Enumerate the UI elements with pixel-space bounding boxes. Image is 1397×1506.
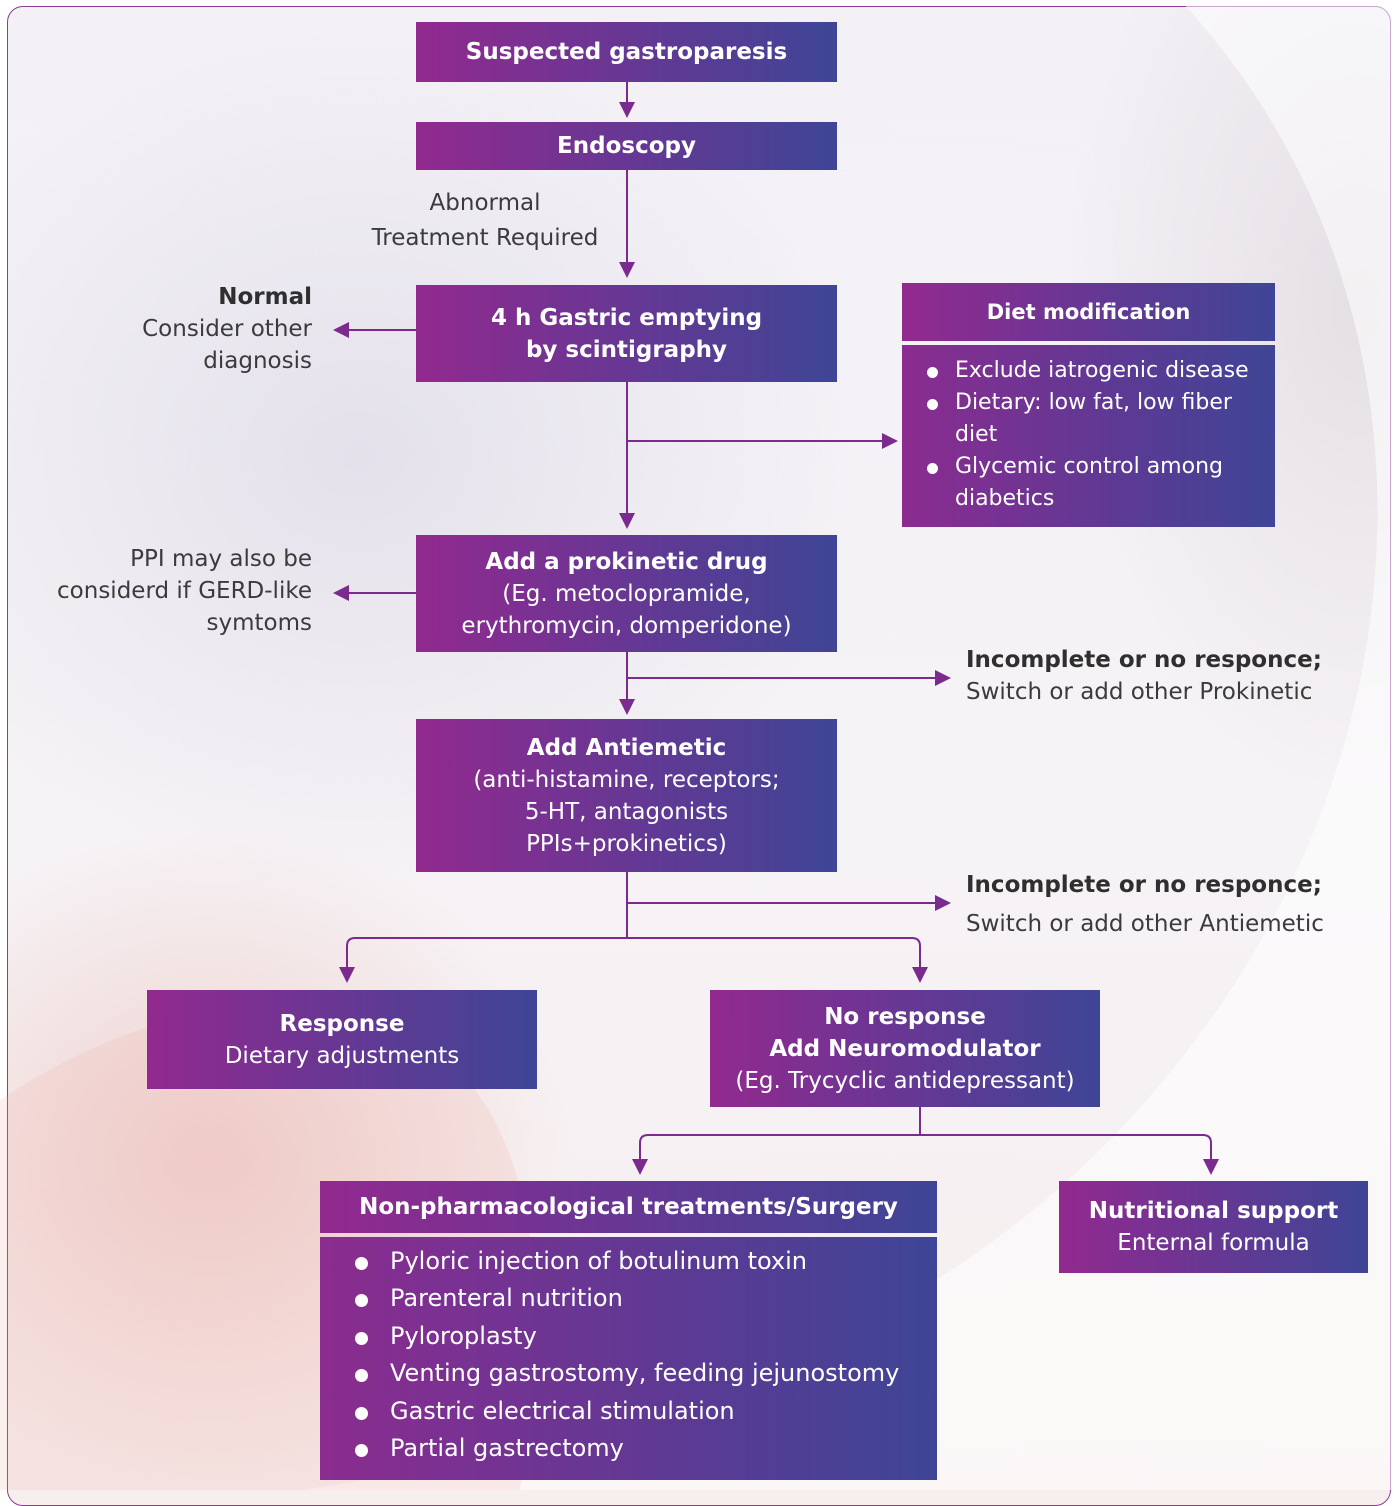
response-text: Dietary adjustments xyxy=(224,1042,460,1069)
arrow-branch-response xyxy=(339,937,627,983)
nonpharm-item: Pyloroplasty xyxy=(355,1318,927,1355)
suspected-label: Suspected gastroparesis xyxy=(465,39,788,65)
nonpharm-item: Pyloric injection of botulinum toxin xyxy=(355,1243,927,1280)
nutritional-support-box: Nutritional support Enternal formula xyxy=(1059,1181,1368,1273)
diet-item: Glycemic control among diabetics xyxy=(927,451,1265,515)
prokinetic-title: Add a prokinetic drug xyxy=(485,548,768,575)
nonpharm-item: Partial gastrectomy xyxy=(355,1430,927,1467)
gastric-emptying-box: 4 h Gastric emptying by scintigraphy xyxy=(416,285,837,382)
endoscopy-box: Endoscopy xyxy=(416,122,837,170)
non-pharmacological-list: Pyloric injection of botulinum toxin Par… xyxy=(320,1237,937,1480)
gastric-line1: 4 h Gastric emptying xyxy=(490,304,763,331)
no-response-box: No response Add Neuromodulator (Eg. Tryc… xyxy=(710,990,1100,1107)
nonpharm-item: Parenteral nutrition xyxy=(355,1280,927,1317)
normal-title: Normal xyxy=(218,284,312,310)
antiemetic-title: Add Antiemetic xyxy=(526,734,727,761)
antiemetic-line2: 5-HT, antagonists xyxy=(524,798,729,825)
incomplete2-text: Switch or add other Antiemetic xyxy=(966,911,1324,937)
arrow-branch-nutrition xyxy=(920,1134,1219,1175)
diet-modification-list: Exclude iatrogenic disease Dietary: low … xyxy=(902,345,1275,527)
abnormal-line2: Treatment Required xyxy=(371,225,599,251)
noresponse-title2: Add Neuromodulator xyxy=(769,1035,1041,1062)
prokinetic-box: Add a prokinetic drug (Eg. metoclopramid… xyxy=(416,535,837,652)
antiemetic-line1: (anti-histamine, receptors; xyxy=(473,766,780,793)
diet-modification-header: Diet modification xyxy=(902,283,1275,341)
incomplete-response-prokinetic: Incomplete or no responce; Switch or add… xyxy=(966,644,1386,708)
antiemetic-line3: PPIs+prokinetics) xyxy=(526,830,727,857)
normal-label: Normal Consider other diagnosis xyxy=(60,281,312,377)
ppi-line3: symtoms xyxy=(206,610,312,636)
nutrition-text: Enternal formula xyxy=(1117,1230,1310,1256)
abnormal-label: Abnormal Treatment Required xyxy=(350,186,620,256)
nonpharm-title: Non-pharmacological treatments/Surgery xyxy=(359,1194,898,1220)
incomplete2-title: Incomplete or no responce; xyxy=(966,872,1322,898)
abnormal-line1: Abnormal xyxy=(429,190,541,216)
ppi-line2: considerd if GERD-like xyxy=(57,578,312,604)
antiemetic-box: Add Antiemetic (anti-histamine, receptor… xyxy=(416,719,837,872)
gastric-line2: by scintigraphy xyxy=(525,336,728,363)
nonpharm-item: Gastric electrical stimulation xyxy=(355,1393,927,1430)
ppi-note: PPI may also be considerd if GERD-like s… xyxy=(20,543,312,639)
ppi-line1: PPI may also be xyxy=(130,546,312,572)
diet-item: Exclude iatrogenic disease xyxy=(927,355,1265,387)
normal-line1: Consider other xyxy=(142,316,312,342)
non-pharmacological-header: Non-pharmacological treatments/Surgery xyxy=(320,1181,937,1233)
response-title: Response xyxy=(279,1010,405,1037)
arrow-branch-noresponse xyxy=(627,937,928,983)
noresponse-text: (Eg. Trycyclic antidepressant) xyxy=(735,1067,1075,1094)
diet-item: Dietary: low fat, low fiber diet xyxy=(927,387,1265,451)
nutrition-title: Nutritional support xyxy=(1088,1198,1339,1224)
incomplete1-title: Incomplete or no responce; xyxy=(966,647,1322,673)
diet-title: Diet modification xyxy=(986,300,1191,324)
incomplete1-text: Switch or add other Prokinetic xyxy=(966,679,1313,705)
response-box: Response Dietary adjustments xyxy=(147,990,537,1089)
prokinetic-line1: (Eg. metoclopramide, xyxy=(502,580,751,607)
arrow-branch-nonpharm xyxy=(632,1134,920,1175)
suspected-gastroparesis-box: Suspected gastroparesis xyxy=(416,22,837,82)
prokinetic-line2: erythromycin, domperidone) xyxy=(461,612,792,639)
incomplete-response-antiemetic: Incomplete or no responce; Switch or add… xyxy=(966,866,1386,944)
nonpharm-item: Venting gastrostomy, feeding jejunostomy xyxy=(355,1355,927,1392)
normal-line2: diagnosis xyxy=(203,348,312,374)
endoscopy-label: Endoscopy xyxy=(557,133,696,159)
noresponse-title1: No response xyxy=(824,1003,986,1030)
